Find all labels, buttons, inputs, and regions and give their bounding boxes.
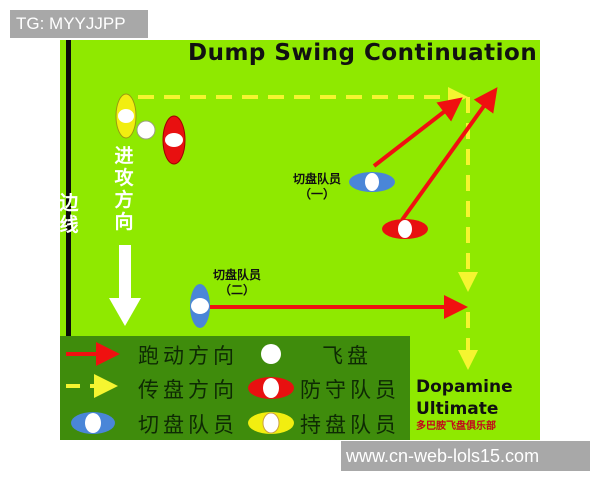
brand-line-2: Ultimate: [416, 399, 499, 419]
watermark-bottom: www.cn-web-lols15.com: [341, 441, 590, 471]
disc: [136, 120, 156, 140]
watermark-top: TG: MYYJJPP: [10, 10, 148, 38]
brand-line-1: Dopamine: [416, 377, 513, 397]
cutter-one-label: 切盘队员 （一）: [284, 172, 350, 202]
cutter-one-name: 切盘队员: [292, 172, 341, 186]
legend: 跑动方向 飞盘 传盘方向 防守队员 切盘队员 持盘队员: [60, 336, 410, 440]
attack-direction-arrow: [109, 245, 141, 326]
legend-disc-icon: [261, 344, 281, 364]
sideline-label: 边线: [59, 192, 79, 236]
legend-symbols: [66, 342, 294, 434]
cutter-one: [349, 172, 395, 192]
legend-label-defender: 防守队员: [300, 378, 400, 402]
brand-block: Dopamine Ultimate 多巴胺飞盘俱乐部: [416, 376, 540, 434]
legend-label-disc: 飞盘: [322, 344, 372, 368]
cutter-two-label: 切盘队员 （二）: [204, 268, 270, 298]
legend-label-pass: 传盘方向: [138, 378, 238, 402]
sideline: [66, 40, 71, 440]
deep-defender: [382, 219, 428, 239]
mark-defender: [162, 115, 186, 165]
run-arrows: [208, 87, 498, 319]
diagram-title: Dump Swing Continuation: [188, 40, 538, 66]
attack-direction-label: 进攻方向: [114, 145, 134, 233]
legend-label-cutter: 切盘队员: [138, 413, 238, 437]
handler-player: [115, 93, 137, 139]
cutter-one-number: （一）: [298, 187, 335, 201]
cutter-two-name: 切盘队员: [212, 268, 261, 282]
legend-label-run: 跑动方向: [138, 344, 238, 368]
legend-label-handler: 持盘队员: [300, 413, 400, 437]
brand-line-3: 多巴胺飞盘俱乐部: [416, 421, 496, 432]
cutter-two: [190, 284, 210, 328]
cutter-two-number: （二）: [218, 283, 255, 297]
